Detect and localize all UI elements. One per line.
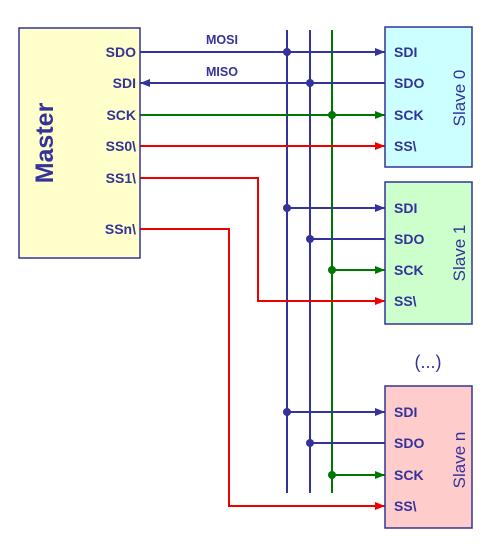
slave-n-box: SDI SDO SCK SS\ Slave n: [384, 385, 473, 529]
master-pin-ss1: SS1\: [106, 170, 136, 186]
junction-dot: [283, 204, 291, 212]
slave-pin-sdo: SDO: [394, 75, 424, 91]
master-box: Master SDO SDI SCK SS0\ SS1\ SSn\: [18, 27, 141, 259]
slave-pin-sdo: SDO: [394, 435, 424, 451]
master-pin-ssn: SSn\: [105, 221, 136, 237]
slave-pin-ss: SS\: [394, 498, 417, 514]
master-pin-sdo: SDO: [106, 44, 136, 60]
slave-0-box: SDI SDO SCK SS\ Slave 0: [384, 26, 473, 168]
slave-1-box: SDI SDO SCK SS\ Slave 1: [384, 181, 473, 325]
junction-dot: [328, 111, 336, 119]
junction-dot: [328, 266, 336, 274]
slave-title: Slave n: [450, 432, 469, 489]
slave-pin-ss: SS\: [394, 138, 417, 154]
mosi-label: MOSI: [206, 33, 238, 47]
ss1-wire: [140, 177, 385, 305]
junction-dot: [283, 48, 291, 56]
junction-dot: [328, 471, 336, 479]
slave-pin-sdi: SDI: [394, 200, 417, 216]
ellipsis-label: (...): [415, 352, 442, 372]
master-pin-ss0: SS0\: [106, 138, 136, 154]
slave-pin-sdo: SDO: [394, 231, 424, 247]
slave-pin-sck: SCK: [394, 107, 424, 123]
master-pin-sdi: SDI: [113, 75, 136, 91]
junction-dot: [306, 79, 314, 87]
junction-dot: [283, 408, 291, 416]
slave-pin-sdi: SDI: [394, 404, 417, 420]
slave-title: Slave 0: [450, 70, 469, 127]
slave-pin-sck: SCK: [394, 467, 424, 483]
ssn-wire: [140, 228, 385, 510]
slave-pin-sck: SCK: [394, 262, 424, 278]
slave-title: Slave 1: [450, 225, 469, 282]
slave-pin-ss: SS\: [394, 293, 417, 309]
master-pin-sck: SCK: [106, 107, 136, 123]
junction-dot: [306, 439, 314, 447]
slave-pin-sdi: SDI: [394, 44, 417, 60]
junction-dot: [306, 235, 314, 243]
master-title: Master: [31, 102, 59, 183]
miso-label: MISO: [206, 65, 238, 79]
